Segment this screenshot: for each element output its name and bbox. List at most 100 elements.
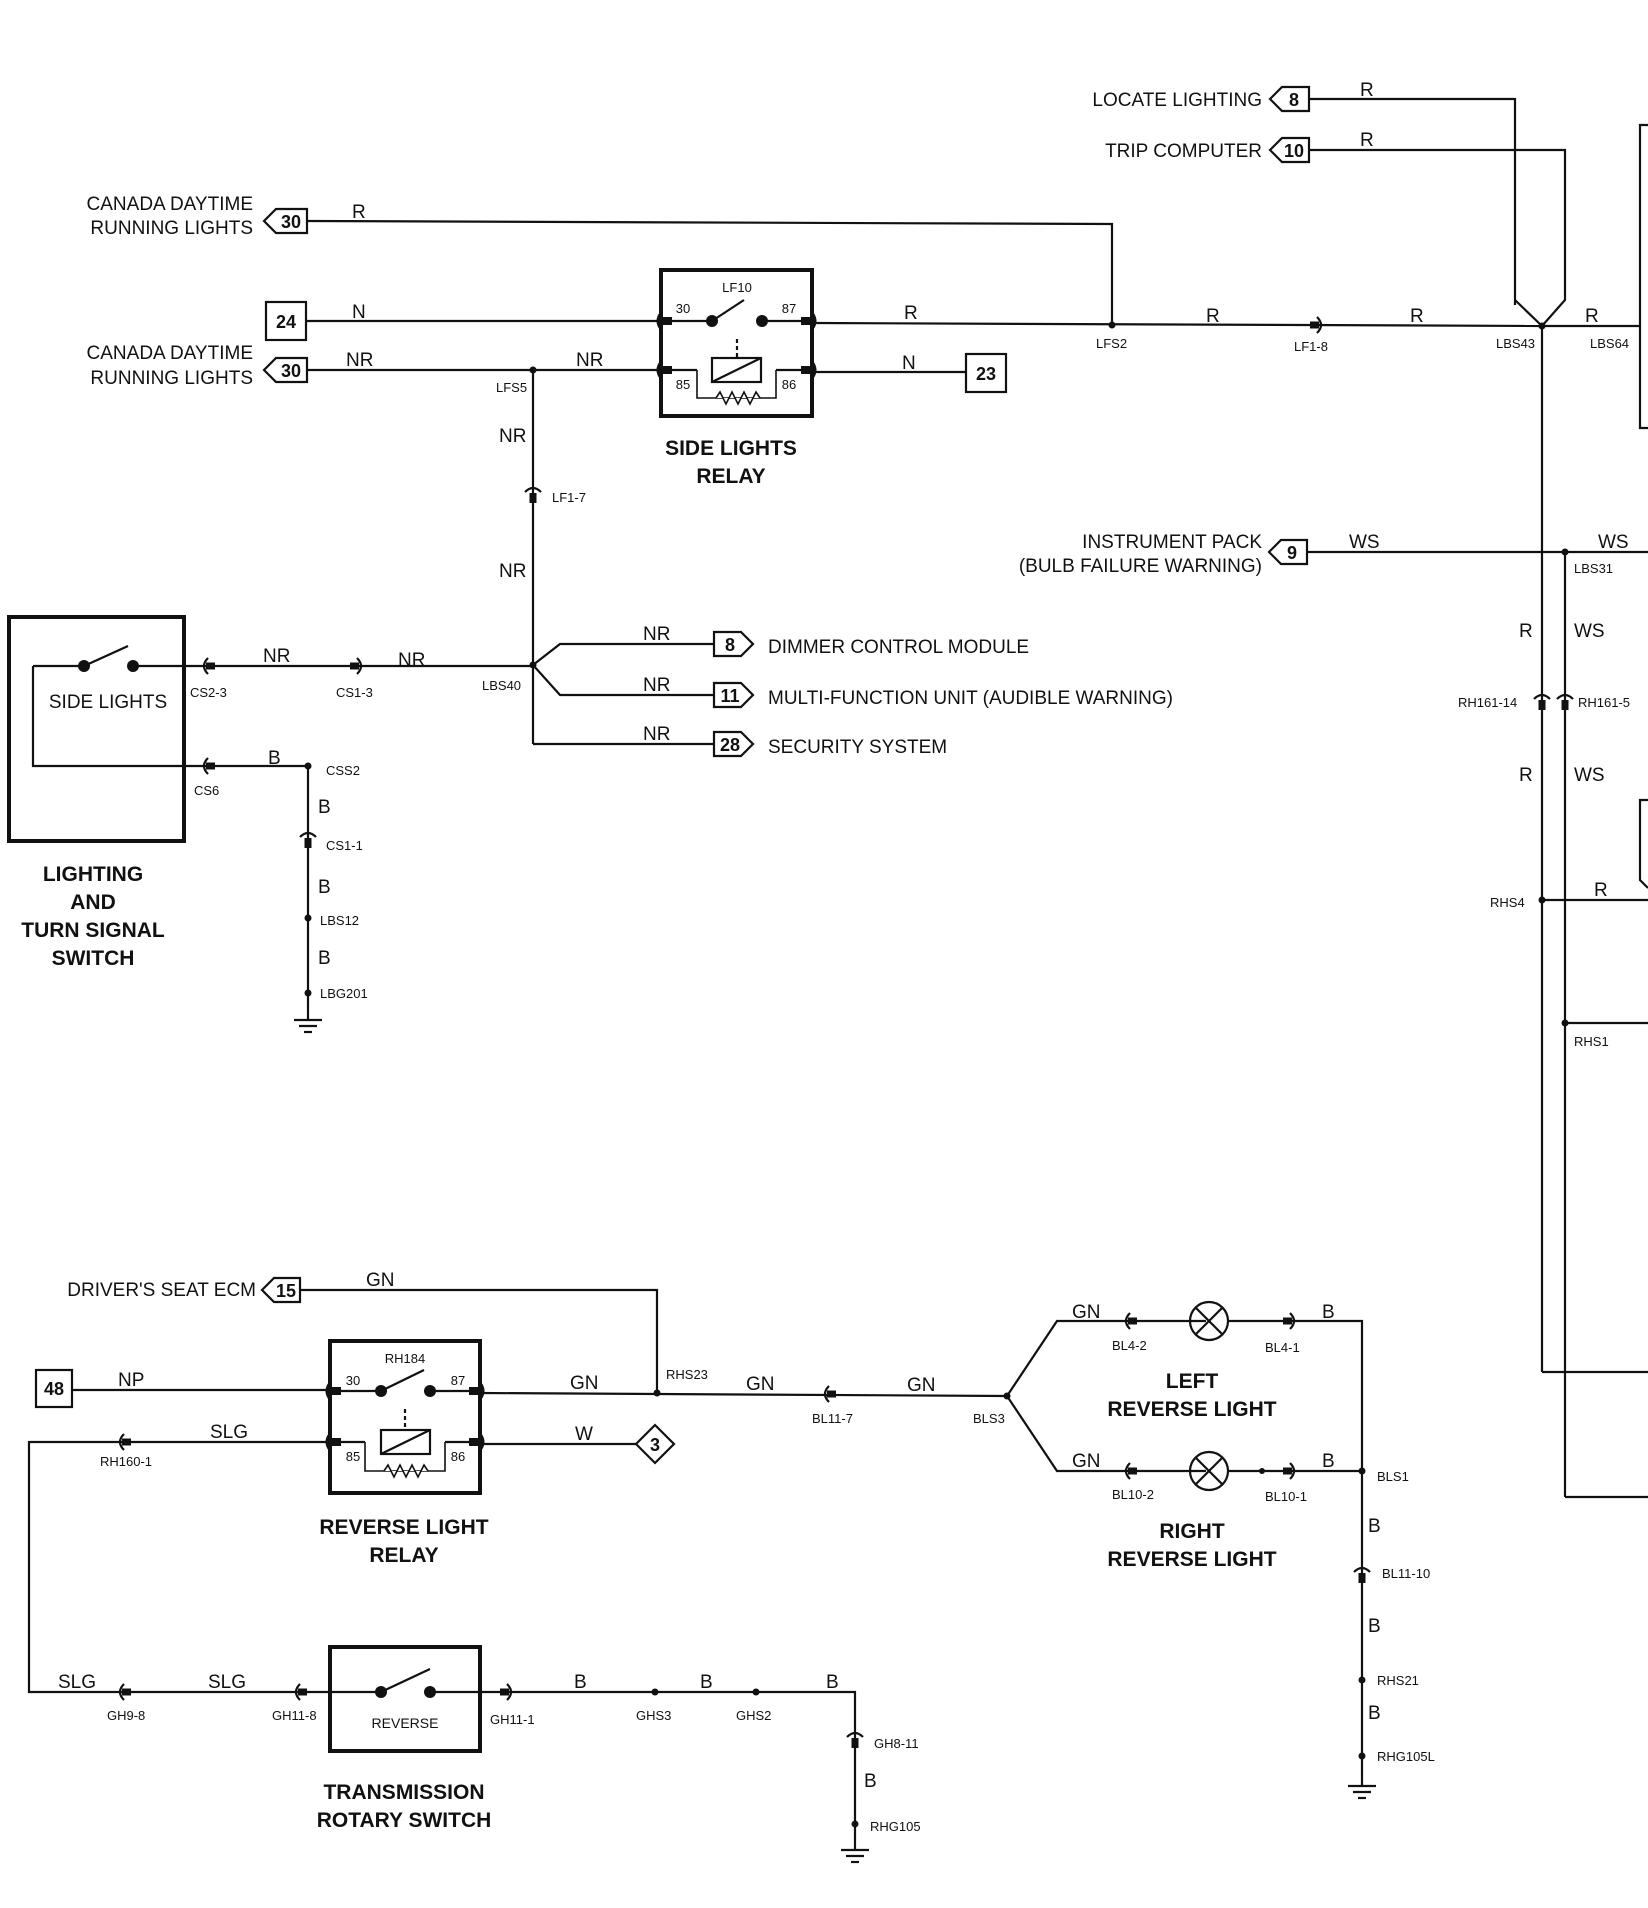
- switch-title-3: TURN SIGNAL: [21, 919, 165, 942]
- canada-drl-2-line2: RUNNING LIGHTS: [90, 368, 253, 389]
- wire-color: R: [1519, 765, 1533, 786]
- pin-85: 85: [676, 377, 690, 392]
- node-label: BLS3: [973, 1411, 1005, 1426]
- transmission-title-2: ROTARY SWITCH: [317, 1809, 492, 1832]
- multi-function-label: MULTI-FUNCTION UNIT (AUDIBLE WARNING): [768, 688, 1173, 709]
- ref-3-num: 3: [650, 1435, 660, 1455]
- dimmer-label: DIMMER CONTROL MODULE: [768, 637, 1029, 658]
- relay-id: RH184: [385, 1351, 425, 1366]
- wire-color: B: [1368, 1616, 1381, 1637]
- node-label: RHS21: [1377, 1673, 1419, 1688]
- node-label: LFS2: [1096, 336, 1127, 351]
- relay-title-1: REVERSE LIGHT: [319, 1516, 488, 1539]
- relay-title-2: RELAY: [369, 1544, 438, 1567]
- node-label: BL4-2: [1112, 1338, 1147, 1353]
- node-label: CS6: [194, 783, 219, 798]
- right-reverse-light: RIGHT REVERSE LIGHT: [1107, 1450, 1277, 1571]
- wire-color: B: [318, 797, 331, 818]
- node-label: RHS23: [666, 1367, 708, 1382]
- wire-color: NR: [263, 646, 290, 667]
- wire-color: N: [902, 353, 916, 374]
- node-label: RHS4: [1490, 895, 1525, 910]
- drivers-seat-num: 15: [276, 1281, 296, 1301]
- wire-color: R: [1360, 80, 1374, 101]
- wire-color: WS: [1574, 765, 1605, 786]
- wire-color: SLG: [58, 1672, 96, 1693]
- ref-23-num: 23: [976, 364, 996, 384]
- right-light-title-2: REVERSE LIGHT: [1107, 1548, 1276, 1571]
- wire-color: NR: [576, 350, 603, 371]
- node-label: BL10-1: [1265, 1489, 1307, 1504]
- wire-color: NR: [643, 624, 670, 645]
- wire-color: GN: [746, 1374, 775, 1395]
- wire-color: R: [352, 202, 366, 223]
- wire-color: B: [1322, 1451, 1335, 1472]
- right-light-title-1: RIGHT: [1159, 1520, 1225, 1543]
- node-label: LBS31: [1574, 561, 1613, 576]
- node-label: BL11-7: [812, 1411, 853, 1426]
- node-label: RHS1: [1574, 1034, 1609, 1049]
- ref-canada-drl-2: CANADA DAYTIME RUNNING LIGHTS 30: [87, 343, 309, 389]
- wire-color: WS: [1349, 532, 1380, 553]
- canada-drl-2-line1: CANADA DAYTIME: [87, 343, 253, 364]
- ref-canada-drl-1: CANADA DAYTIME RUNNING LIGHTS 30: [87, 194, 309, 239]
- wire-color: R: [1519, 621, 1533, 642]
- switch-title-1: LIGHTING: [43, 863, 143, 886]
- wire-color: GN: [1072, 1451, 1101, 1472]
- ref-3: 3: [634, 1423, 676, 1465]
- transmission-title-1: TRANSMISSION: [323, 1781, 484, 1804]
- trip-computer-label: TRIP COMPUTER: [1105, 141, 1262, 162]
- switch-title-4: SWITCH: [52, 947, 135, 970]
- node-label: LFS5: [496, 380, 527, 395]
- wire-color: W: [575, 1424, 593, 1445]
- wire-color: SLG: [210, 1422, 248, 1443]
- locate-lighting-label: LOCATE LIGHTING: [1092, 90, 1262, 111]
- wire-color: NR: [499, 426, 526, 447]
- ref-dimmer: 8 DIMMER CONTROL MODULE: [712, 630, 1029, 658]
- wire-color: B: [700, 1672, 713, 1693]
- pin-87: 87: [451, 1373, 465, 1388]
- wire-color: R: [904, 303, 918, 324]
- node-label: LBS64: [1590, 336, 1629, 351]
- node-label: GHS2: [736, 1708, 771, 1723]
- node-label: BLS1: [1377, 1469, 1409, 1484]
- wire-color: B: [268, 748, 281, 769]
- ref-24: 24: [264, 300, 308, 342]
- left-light-title-2: REVERSE LIGHT: [1107, 1398, 1276, 1421]
- wire-color: GN: [1072, 1302, 1101, 1323]
- node-label: BL10-2: [1112, 1487, 1154, 1502]
- wire-color: NR: [346, 350, 373, 371]
- wire-color: B: [826, 1672, 839, 1693]
- node-label: CS1-3: [336, 685, 373, 700]
- ground-icon: [839, 1838, 871, 1864]
- wire-color: N: [352, 302, 366, 323]
- wire-color: NR: [398, 650, 425, 671]
- pin-86: 86: [782, 377, 796, 392]
- wire-color: B: [1322, 1302, 1335, 1323]
- security-num: 28: [720, 735, 740, 755]
- wire-color: B: [864, 1771, 877, 1792]
- ref-locate-lighting: LOCATE LIGHTING 8: [1092, 85, 1311, 113]
- node-label: CS2-3: [190, 685, 227, 700]
- node-label: LBS12: [320, 913, 359, 928]
- pin-86: 86: [451, 1449, 465, 1464]
- ref-multi-function: 11 MULTI-FUNCTION UNIT (AUDIBLE WARNING): [712, 681, 1173, 709]
- multi-function-num: 11: [720, 686, 739, 706]
- pin-30: 30: [676, 301, 690, 316]
- wire-color: B: [574, 1672, 587, 1693]
- locate-lighting-num: 8: [1289, 90, 1299, 110]
- canada-drl-1-line1: CANADA DAYTIME: [87, 194, 253, 215]
- ref-48-num: 48: [44, 1379, 64, 1399]
- ref-security: 28 SECURITY SYSTEM: [712, 730, 947, 758]
- wire-color: NR: [643, 724, 670, 745]
- node-label: RH161-14: [1458, 695, 1517, 710]
- pin-85: 85: [346, 1449, 360, 1464]
- node-label: RHG105: [870, 1819, 921, 1834]
- node-label: CSS2: [326, 763, 360, 778]
- node-label: GH11-8: [272, 1708, 317, 1723]
- wire-color: NP: [118, 1370, 144, 1391]
- wire-color: GN: [366, 1270, 395, 1291]
- left-reverse-light: LEFT REVERSE LIGHT: [1107, 1300, 1277, 1421]
- wire-color: GN: [907, 1375, 936, 1396]
